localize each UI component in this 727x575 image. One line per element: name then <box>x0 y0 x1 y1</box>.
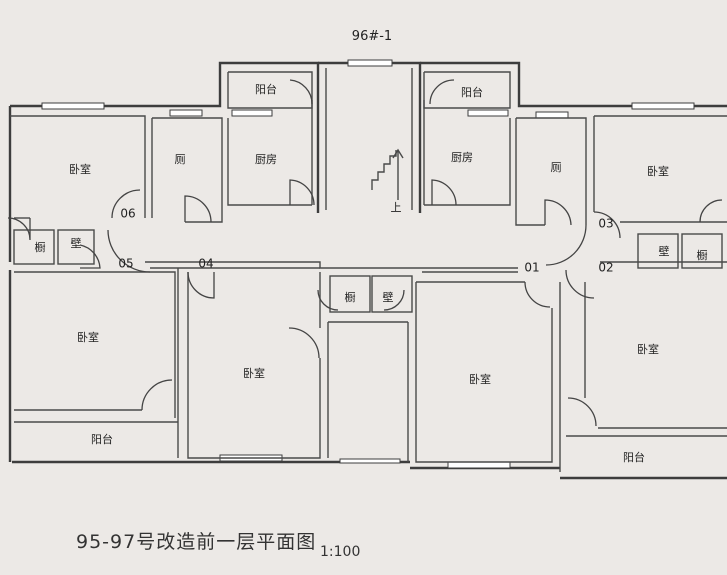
room-label-balcony: 阳台 <box>91 432 113 446</box>
doors <box>7 79 723 427</box>
closet-label: 壁 <box>71 236 82 250</box>
closets-east <box>637 233 723 269</box>
door-tag: 03 <box>598 217 613 231</box>
room-label-bedroom: 卧室 <box>243 366 265 380</box>
exterior-walls <box>8 61 727 480</box>
room-label-kitchen: 厨房 <box>451 151 473 164</box>
closet-label: 橱 <box>697 248 708 262</box>
closet-label: 壁 <box>383 290 394 304</box>
room-label-kitchen: 厨房 <box>255 153 277 166</box>
closet-label: 壁 <box>659 244 670 258</box>
interior-walls-upper <box>10 68 727 226</box>
closet-label: 橱 <box>345 290 356 304</box>
door-tag: 05 <box>118 257 133 271</box>
room-label-toilet: 厕 <box>175 153 186 166</box>
room-label-bedroom: 卧室 <box>469 372 491 386</box>
closets-west <box>13 229 95 265</box>
stair-up-label: 上 <box>391 201 402 214</box>
room-label-balcony: 阳台 <box>255 82 277 96</box>
drawing-scale: 1:100 <box>320 544 360 560</box>
room-label-balcony: 阳台 <box>623 450 645 464</box>
door-tags: 01 02 03 04 05 06 <box>118 207 613 275</box>
door-tag: 06 <box>120 207 135 221</box>
windows <box>41 59 695 469</box>
room-label-bedroom: 卧室 <box>647 164 669 178</box>
room-labels: 卧室 厕 厨房 阳台 上 阳台 厨房 厕 卧室 橱 壁 卧室 阳台 卧室 橱 壁… <box>35 82 708 464</box>
stairs <box>371 148 404 200</box>
drawing-caption: 95-97号改造前一层平面图 <box>76 531 316 553</box>
room-label-bedroom: 卧室 <box>77 330 99 344</box>
closets-center <box>329 275 413 313</box>
door-tag: 01 <box>524 261 539 275</box>
room-label-balcony: 阳台 <box>461 85 483 99</box>
corridor-walls <box>145 261 727 273</box>
interior-walls-lower <box>14 268 727 472</box>
room-label-bedroom: 卧室 <box>637 342 659 356</box>
door-tag: 02 <box>598 261 613 275</box>
drawing-title: 96#-1 <box>352 29 392 44</box>
door-tag: 04 <box>198 257 213 271</box>
closet-label: 橱 <box>35 240 46 254</box>
room-label-bedroom: 卧室 <box>69 162 91 176</box>
room-label-toilet: 厕 <box>551 161 562 174</box>
